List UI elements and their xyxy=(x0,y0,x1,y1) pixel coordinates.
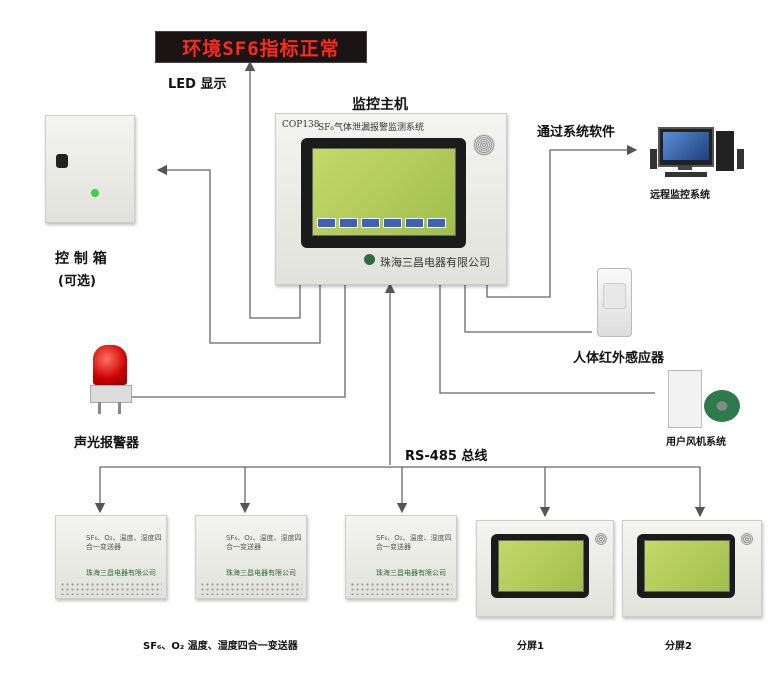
indicator-light xyxy=(91,189,99,197)
transmitter-company: 珠海三昌电器有限公司 xyxy=(86,569,156,577)
transmitter-3: SF₆、O₂、温度、湿度四合一变送器 珠海三昌电器有限公司 xyxy=(345,515,457,599)
host-title: 监控主机 xyxy=(352,97,408,113)
line-pc xyxy=(486,144,638,298)
alarm-light xyxy=(90,345,132,415)
line-alarm xyxy=(132,283,346,398)
transmitter-2: SF₆、O₂、温度、湿度四合一变送器 珠海三昌电器有限公司 xyxy=(195,515,307,599)
transmitter-desc: SF₆、O₂、温度、湿度四合一变送器 xyxy=(226,534,302,551)
transmitter-company: 珠海三昌电器有限公司 xyxy=(376,569,446,577)
transmitter-desc: SF₆、O₂、温度、湿度四合一变送器 xyxy=(86,534,162,551)
monitoring-host: COP138 SF₆气体泄漏报警监测系统 珠海三昌电器有限公司 xyxy=(275,113,507,285)
host-company: 珠海三昌电器有限公司 xyxy=(380,256,490,269)
control-box-label: 控 制 箱 xyxy=(55,251,107,267)
pir-label: 人体红外感应器 xyxy=(573,351,665,366)
subscreen-2-label: 分屏2 xyxy=(665,641,692,652)
fan-label: 用户风机系统 xyxy=(666,437,726,448)
line-led xyxy=(244,60,301,319)
host-system-name: SF₆气体泄漏报警监测系统 xyxy=(318,123,425,133)
transmitter-1: SF₆、O₂、温度、湿度四合一变送器 珠海三昌电器有限公司 xyxy=(55,515,167,599)
led-sign-text: 环境SF6指标正常 xyxy=(182,37,340,60)
control-box-sub: (可选) xyxy=(58,274,96,289)
pc-icon xyxy=(650,125,746,183)
alarm-label: 声光报警器 xyxy=(74,436,140,451)
led-label: LED 显示 xyxy=(168,77,227,92)
line-control-box xyxy=(156,164,321,344)
control-box xyxy=(45,115,135,223)
host-screen xyxy=(301,138,466,248)
logo-icon xyxy=(364,254,375,265)
fan-cabinet xyxy=(668,370,702,428)
software-label: 通过系统软件 xyxy=(537,125,616,140)
transmitter-company: 珠海三昌电器有限公司 xyxy=(226,569,296,577)
speaker-icon xyxy=(595,533,607,545)
subscreen-1 xyxy=(476,520,614,617)
pc-label: 远程监控系统 xyxy=(650,190,710,201)
bus-label: RS-485 总线 xyxy=(405,449,488,464)
led-sign: 环境SF6指标正常 xyxy=(155,31,367,63)
line-pir xyxy=(464,283,592,333)
speaker-icon xyxy=(741,533,753,545)
subscreen-1-label: 分屏1 xyxy=(517,641,544,652)
fan-icon xyxy=(704,390,740,422)
transmitter-desc: SF₆、O₂、温度、湿度四合一变送器 xyxy=(376,534,452,551)
transmitters-label: SF₆、O₂ 温度、湿度四合一变送器 xyxy=(143,641,298,652)
subscreen-2 xyxy=(622,520,762,617)
line-fan xyxy=(439,283,655,394)
host-model: COP138 xyxy=(282,120,320,130)
speaker-icon xyxy=(473,134,495,156)
pir-sensor xyxy=(597,268,632,337)
control-knob xyxy=(56,154,68,168)
